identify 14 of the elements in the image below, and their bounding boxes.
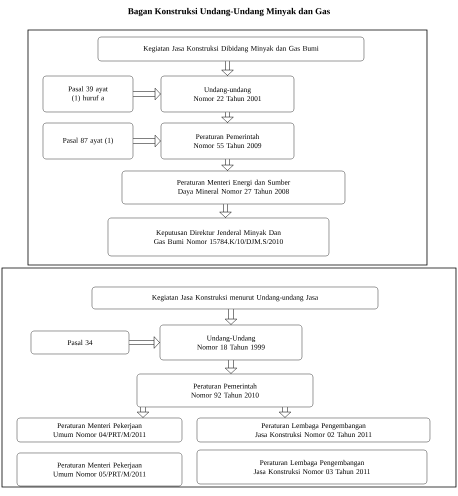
block-arrow [133,88,161,100]
block-arrow [221,159,234,171]
block-arrow [221,112,234,123]
block-arrow [219,204,232,218]
block-arrow [133,134,161,148]
block-arrow [221,61,234,76]
frame [28,30,428,266]
block-arrow [224,360,238,374]
frame [2,268,456,488]
block-arrow [224,309,238,325]
title: Bagan Konstruksi Undang-Undang Minyak dan Gas [128,8,330,16]
block-arrow [136,407,150,418]
block-arrow [129,336,160,349]
block-arrow [278,407,292,418]
